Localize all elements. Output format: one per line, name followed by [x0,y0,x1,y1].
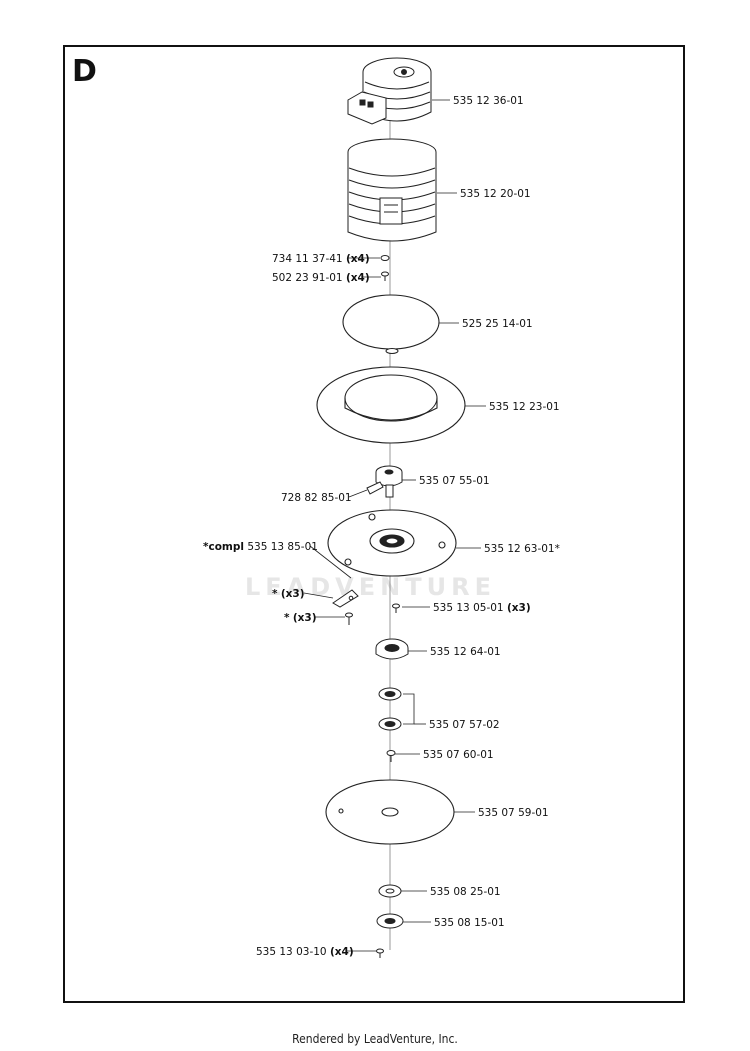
callout-label: 535 07 57-02 [429,719,500,731]
callout-label: 535 08 15-01 [434,917,505,929]
part-washer-small[interactable] [380,255,390,261]
callout-label: 535 08 25-01 [430,886,501,898]
callout-label: 535 12 63-01* [484,543,560,555]
part-drum[interactable] [347,138,437,242]
diagram-frame [63,45,685,1003]
callout-label: 734 11 37-41 (x4) [272,253,370,265]
callout-label: * (x3) [272,588,305,600]
part-screw-bottom[interactable] [376,948,384,958]
leader-lines [303,99,486,952]
footer-credit: Rendered by LeadVenture, Inc. [292,1032,458,1046]
part-gasket-disc[interactable] [342,294,440,354]
callout-label: 728 82 85-01 [281,492,352,504]
part-cap[interactable] [376,913,404,929]
part-washer[interactable] [378,884,402,898]
part-screw-plate[interactable] [392,603,400,613]
callout-label: 535 12 23-01 [489,401,560,413]
callout-label: 525 25 14-01 [462,318,533,330]
callout-label: 535 13 05-01 (x3) [433,602,531,614]
part-motor[interactable] [347,57,432,125]
callout-label: 535 07 55-01 [419,475,490,487]
part-ring[interactable] [316,366,466,444]
part-bearing-upper[interactable] [378,687,402,701]
part-bolt[interactable] [386,750,396,763]
part-bearing-lower[interactable] [378,717,402,731]
callout-label: 535 12 64-01 [430,646,501,658]
callout-label: 535 07 59-01 [478,807,549,819]
callout-label: 535 12 36-01 [453,95,524,107]
callout-label: *compl 535 13 85-01 [203,541,318,553]
part-blade-plate[interactable] [327,509,457,577]
part-skid-plate[interactable] [325,779,455,845]
part-pin[interactable] [366,481,384,495]
part-screw-small[interactable] [381,271,389,281]
callout-label: 535 12 20-01 [460,188,531,200]
part-blade[interactable] [332,589,359,608]
part-hub[interactable] [375,465,403,498]
callout-label: 502 23 91-01 (x4) [272,272,370,284]
part-screw-blade[interactable] [345,612,353,625]
callout-label: * (x3) [284,612,317,624]
watermark: LEADVENTURE [245,573,496,601]
section-letter: D [72,54,97,89]
bracket-bearings [403,693,415,725]
callout-label: 535 07 60-01 [423,749,494,761]
callout-label: 535 13 03-10 (x4) [256,946,354,958]
part-bearing-large[interactable] [375,638,409,660]
